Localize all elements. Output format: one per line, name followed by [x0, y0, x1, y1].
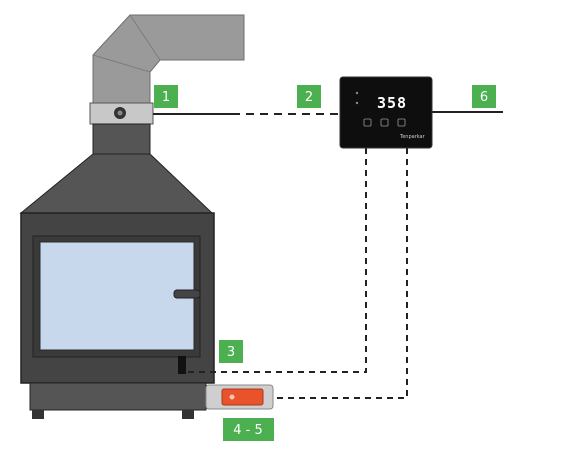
badge-2: 2	[297, 85, 321, 108]
door-handle-icon	[173, 289, 201, 299]
plus-button-icon[interactable]	[397, 118, 406, 127]
dashed-wire-3	[186, 148, 367, 373]
chimney-collar	[89, 102, 154, 125]
stove-base	[29, 382, 207, 411]
badge-6: 6	[472, 85, 496, 108]
heater-element	[205, 384, 274, 410]
controller-display: 358	[377, 94, 407, 112]
wiring	[153, 111, 503, 399]
svg-text:4 - 5: 4 - 5	[233, 423, 263, 438]
thermocouple-sensor-icon	[178, 356, 186, 374]
svg-text:6: 6	[480, 90, 488, 105]
minus-button-icon[interactable]	[380, 118, 389, 127]
svg-text:2: 2	[305, 90, 313, 105]
badge-4-5: 4 - 5	[223, 418, 274, 441]
svg-text:1: 1	[162, 90, 170, 105]
stove-body	[20, 212, 215, 419]
dashed-wire-4-5	[273, 148, 408, 399]
controller-unit: 358 Tenparkar	[339, 76, 433, 149]
power-button-icon[interactable]	[363, 118, 372, 127]
stove-hood	[19, 123, 214, 214]
controller-brand: Tenparkar	[399, 134, 426, 140]
badge-3: 3	[219, 340, 243, 363]
badge-1: 1	[154, 85, 178, 108]
svg-text:3: 3	[227, 345, 235, 360]
stove-glass-door	[39, 241, 195, 351]
